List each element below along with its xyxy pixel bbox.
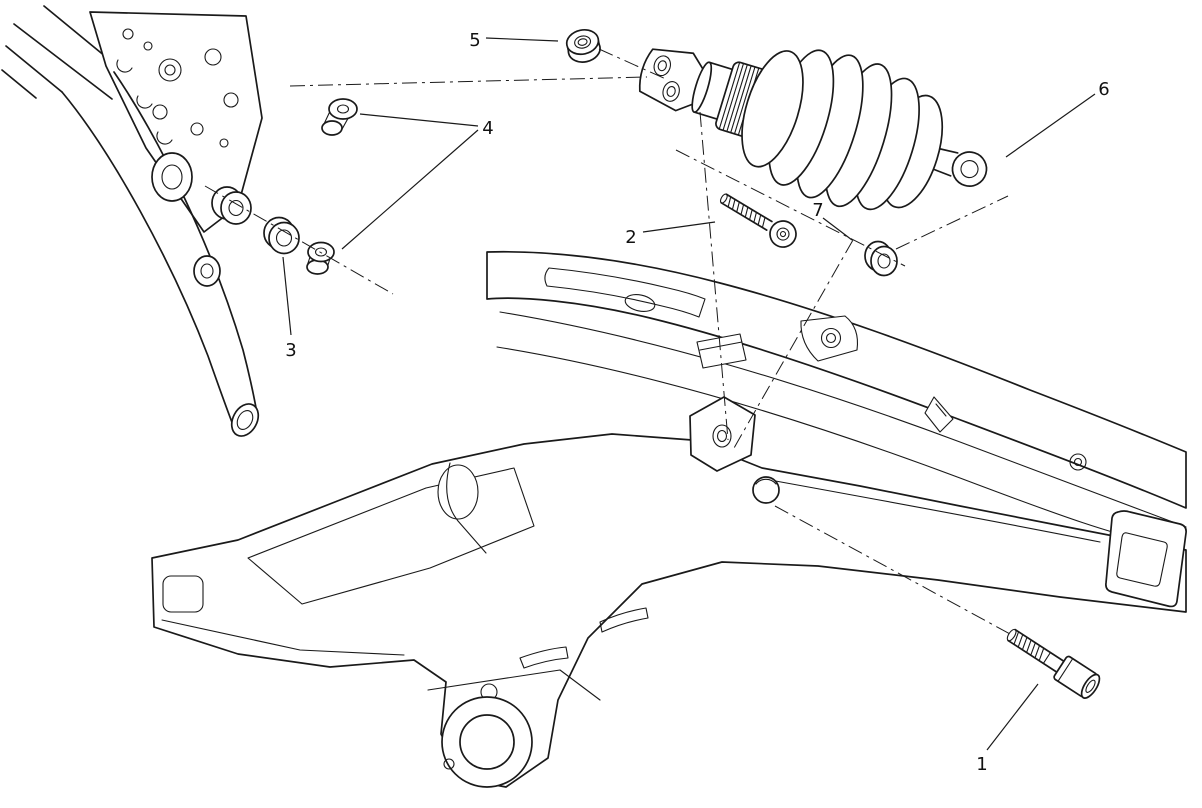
swingarm-assembly [151, 250, 1187, 788]
callout-4: 4 [341, 113, 494, 250]
bolt-2 [719, 193, 797, 248]
callout-4-leader [341, 113, 479, 250]
callout-2: 2 [625, 221, 716, 248]
callout-5-label: 5 [469, 30, 480, 51]
callout-3-label: 3 [285, 340, 296, 361]
clip-pin [446, 462, 487, 554]
flanged-nut [565, 28, 601, 63]
callouts: 1 2 3 4 5 6 7 [282, 30, 1110, 775]
callout-7-label: 7 [812, 200, 823, 221]
callout-7-leader [822, 217, 853, 241]
subframe-rail [486, 250, 1187, 509]
frame-bracket-plate [89, 11, 263, 233]
callout-6: 6 [1005, 79, 1110, 158]
frame-tube [61, 91, 234, 426]
callout-3-leader [282, 256, 292, 336]
callout-2-leader [642, 221, 716, 233]
bolt-1 [1006, 628, 1101, 699]
callout-1: 1 [976, 683, 1039, 775]
callout-5-leader [485, 37, 559, 42]
callout-5: 5 [469, 30, 559, 51]
callout-2-label: 2 [625, 227, 636, 248]
frame-section [1, 5, 263, 437]
centerlines [204, 48, 1011, 635]
spacer-4-upper [321, 98, 358, 136]
bolt-2-head [769, 220, 797, 248]
callout-4-label: 4 [482, 118, 493, 139]
callout-3: 3 [282, 256, 297, 361]
coil-spring [741, 49, 944, 211]
mount-hardware-stack [211, 98, 358, 275]
shock-lower-mount [689, 396, 756, 472]
callout-6-leader [1005, 93, 1096, 158]
shock-absorber [638, 48, 988, 211]
linkage-hole [437, 464, 479, 520]
shock-eye [951, 151, 988, 187]
callout-1-leader [986, 683, 1039, 751]
swingarm-body [151, 433, 1187, 788]
callout-1-label: 1 [976, 754, 987, 775]
callout-6-label: 6 [1098, 79, 1109, 100]
callout-7: 7 [812, 200, 853, 241]
washer-7 [864, 240, 898, 277]
